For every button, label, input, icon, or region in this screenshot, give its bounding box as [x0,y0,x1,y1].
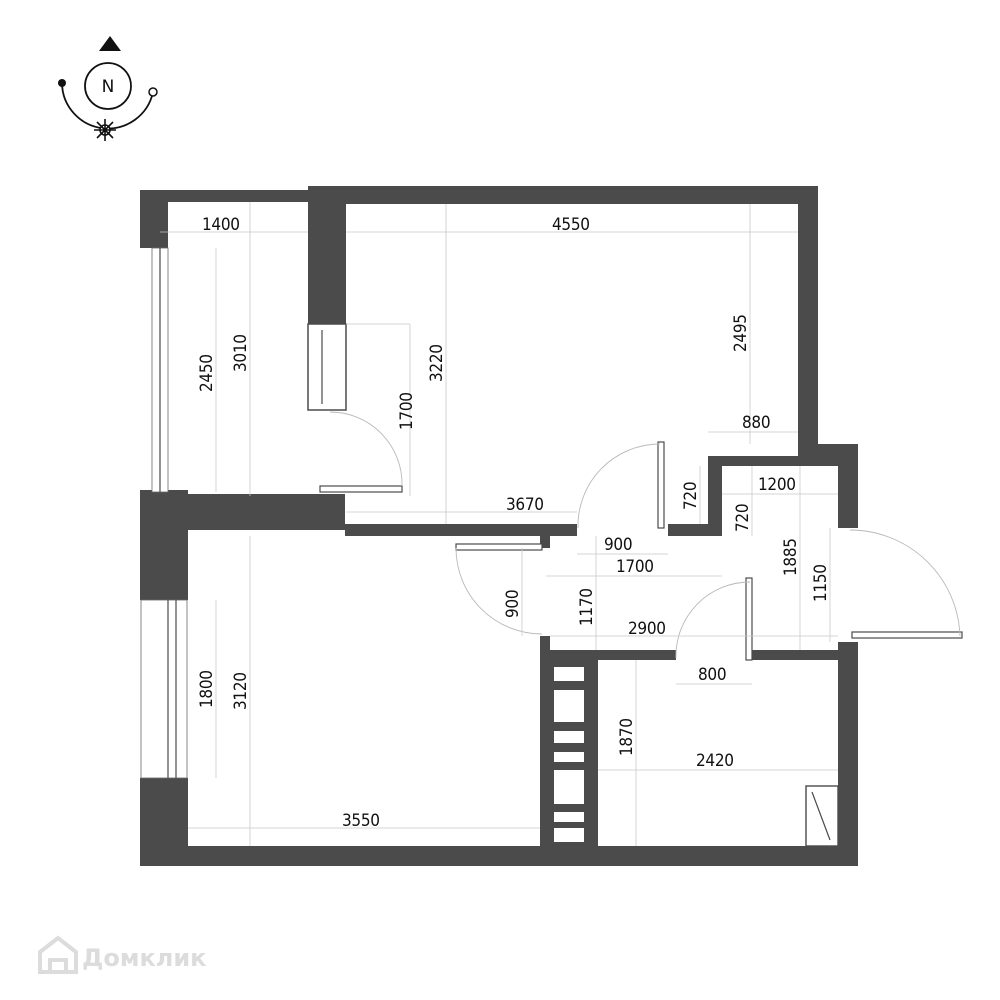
bedroom-door [657,441,665,529]
house-logo-icon [38,935,78,974]
watermark-text: Домклик [82,944,206,972]
wall [540,536,550,548]
watermark: Домклик [38,935,206,974]
shower-tray [805,785,839,847]
dim-bath-door: 800 [698,665,726,685]
balcony-door [319,485,403,493]
compass: N [58,36,158,141]
wall [345,524,577,536]
dim-hall-step: 720 [733,504,753,532]
dim-entry-length: 1885 [781,538,801,576]
entrance-door [851,631,963,639]
dim-living-depth: 3120 [231,672,251,710]
wall [752,650,858,660]
dim-entry-door: 1150 [811,564,831,602]
dim-corridor-depth: 1170 [577,588,597,626]
dim-niche-width: 880 [742,413,770,433]
sunrise-dot [58,79,66,87]
wall [588,650,598,866]
closet-shelves [550,660,588,846]
dim-living-door: 900 [503,590,523,618]
sun-icon [94,119,116,141]
dim-closet-depth: 1700 [397,392,417,430]
dim-living-window: 1800 [197,670,217,708]
dim-bedroom-door: 900 [604,535,632,555]
wall [838,444,858,528]
dim-balcony-length: 3010 [231,334,251,372]
sunset-dot [148,87,158,97]
dim-bedroom-bottom-width: 3670 [506,495,544,515]
wall [308,186,818,204]
north-arrow-icon [99,36,121,51]
dim-balcony-window: 2450 [197,354,217,392]
dim-balcony-width: 1400 [202,215,240,235]
bathroom-door [745,577,753,661]
doors [319,411,963,661]
wall [140,494,345,530]
wall [708,456,722,536]
wall [540,650,676,660]
compass-ring [84,62,132,110]
wall [798,186,818,448]
dim-corridor-length: 1700 [616,557,654,577]
walls [140,186,858,866]
windows [140,247,188,779]
dimension-labels: 1400 4550 2450 3010 1700 3220 2495 880 7… [197,215,831,831]
dim-bath-width: 2420 [696,751,734,771]
dim-living-width: 3550 [342,811,380,831]
wall [668,524,718,536]
window [140,599,188,779]
wall [140,846,858,866]
dim-hall-length: 2900 [628,619,666,639]
closet-box [307,323,347,411]
wall [308,186,346,324]
dim-bedroom-width: 4550 [552,215,590,235]
living-room-door [455,543,543,551]
dim-bath-depth: 1870 [617,718,637,756]
wall [540,636,550,866]
dim-bedroom-depth: 3220 [427,344,447,382]
wall [838,642,858,866]
compass-north-label: N [102,77,115,97]
wall [708,456,838,466]
wall [140,190,308,202]
dim-entry-width: 1200 [758,475,796,495]
dim-bedroom-right-depth: 2495 [731,314,751,352]
dimension-lines [160,202,838,846]
dim-niche-depth: 720 [681,482,701,510]
